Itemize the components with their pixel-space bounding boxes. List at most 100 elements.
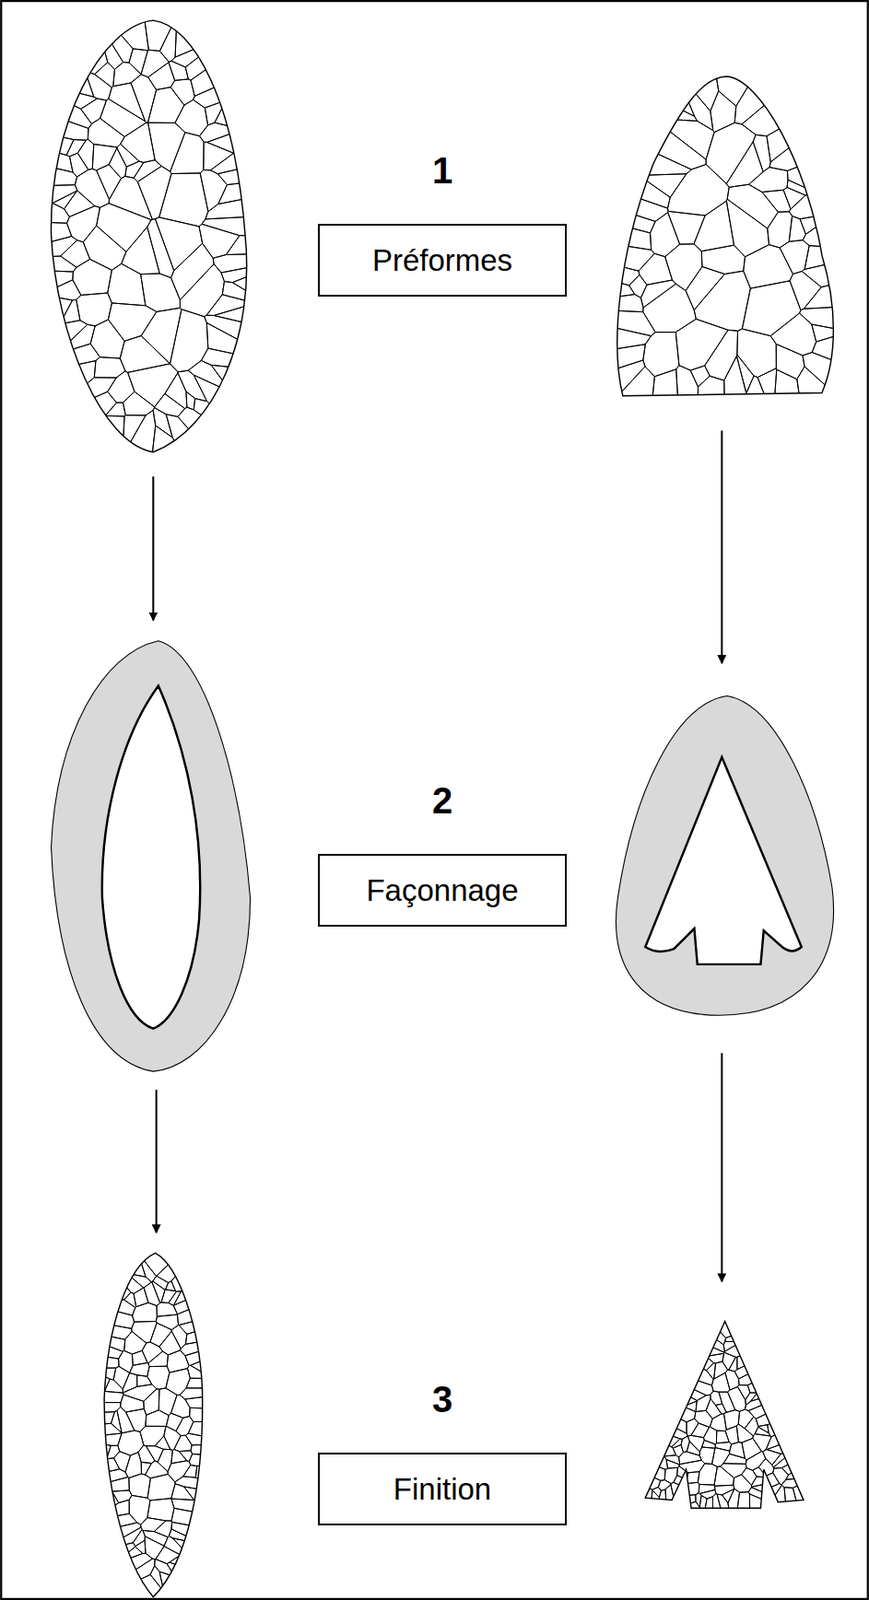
flake-scar xyxy=(704,329,739,381)
flake-scar xyxy=(712,1448,730,1468)
flake-scar xyxy=(104,1259,143,1295)
flake-scar xyxy=(131,1321,157,1344)
flake-scar xyxy=(96,203,153,253)
flake-scar xyxy=(152,425,185,458)
flake-scar xyxy=(164,1426,181,1451)
flake-scar xyxy=(155,1315,178,1331)
flake-scar xyxy=(188,1455,208,1468)
flake-scar xyxy=(758,1459,775,1478)
flake-scar xyxy=(650,212,681,258)
flake-scar xyxy=(751,1372,810,1402)
flake-scar xyxy=(699,1495,707,1514)
flake-scar xyxy=(148,1351,169,1368)
blank-outline xyxy=(615,696,834,1017)
flake-scar xyxy=(177,370,208,401)
flake-scar xyxy=(710,91,737,133)
flake-scar xyxy=(749,1494,770,1515)
flake-scar xyxy=(46,391,118,445)
flake-scar xyxy=(728,1357,738,1373)
flake-scar xyxy=(734,1336,809,1380)
stage-number: 3 xyxy=(432,1381,453,1419)
flake-scar xyxy=(176,1416,194,1436)
flake-scar xyxy=(747,1356,809,1395)
flake-scar xyxy=(171,35,227,68)
flake-scar xyxy=(697,1464,717,1486)
flake-scar xyxy=(99,1255,131,1301)
flake-scar xyxy=(140,1462,152,1476)
flake-scar xyxy=(157,1449,173,1472)
flake-scar xyxy=(763,1450,782,1467)
flake-scar xyxy=(684,1316,727,1346)
flake-scar xyxy=(122,415,146,458)
flake-scar xyxy=(46,270,73,293)
flake-scar xyxy=(46,222,72,244)
flake-scar xyxy=(171,243,215,300)
flake-scar xyxy=(46,415,125,458)
flake-scar xyxy=(213,304,252,325)
flake-scar xyxy=(108,176,153,220)
flake-scar xyxy=(46,377,117,420)
flake-scar xyxy=(687,1435,705,1453)
flake-scar xyxy=(113,62,141,87)
flake-scar xyxy=(665,244,703,292)
flake-scar xyxy=(99,1412,116,1426)
flake-scar xyxy=(99,1553,153,1594)
flake-scar xyxy=(668,211,705,245)
flake-scar xyxy=(118,1350,134,1374)
flake-scars xyxy=(46,15,252,458)
flake-scar xyxy=(129,1474,151,1499)
flaked-pieces xyxy=(46,15,839,1600)
flake-scar xyxy=(705,122,756,184)
stage-number: 1 xyxy=(432,152,453,189)
flake-scar xyxy=(117,143,140,167)
flake-scar xyxy=(725,1318,789,1343)
flake-scar xyxy=(716,1404,728,1415)
flake-scar xyxy=(56,324,95,354)
stage-box: 1Préformes xyxy=(317,152,567,297)
flake-scar xyxy=(185,22,252,82)
flake-scar xyxy=(124,1331,147,1355)
flake-scar xyxy=(145,1410,169,1428)
flake-scar xyxy=(152,1281,165,1304)
flake-scar xyxy=(675,318,729,371)
flake-scar xyxy=(728,1489,740,1515)
flake-scar xyxy=(140,49,169,78)
flake-scar xyxy=(611,360,646,401)
flake-scar xyxy=(677,1495,696,1508)
flake-scar xyxy=(183,1466,198,1480)
flake-scar xyxy=(611,167,670,209)
flake-scar xyxy=(99,1343,124,1360)
flake-scar xyxy=(173,1291,208,1316)
arrowhead-target-outline xyxy=(645,757,801,965)
stage-label: Préformes xyxy=(372,243,513,279)
flake-scar xyxy=(171,1499,208,1515)
flake-scar xyxy=(193,70,253,108)
flake-scar xyxy=(150,1323,172,1348)
flake-scar xyxy=(120,122,155,163)
flake-scar xyxy=(193,375,252,442)
flake-scar xyxy=(132,1529,145,1547)
flake-scar xyxy=(140,1518,166,1533)
flake-scar xyxy=(121,410,155,458)
flake-scar xyxy=(99,1469,129,1486)
flake-scar xyxy=(161,1290,177,1304)
flake-scar xyxy=(665,1485,677,1515)
flake-scar xyxy=(217,165,252,185)
flake-scar xyxy=(99,1248,147,1278)
flake-scar xyxy=(189,1408,209,1422)
flake-scar xyxy=(165,414,213,458)
flake-scar xyxy=(164,373,188,410)
flake-scar xyxy=(714,1362,729,1380)
flake-scar xyxy=(166,1350,189,1374)
flake-scar xyxy=(788,184,839,220)
flake-scar xyxy=(786,1463,810,1480)
flake-scar xyxy=(170,132,204,175)
flake-scar xyxy=(745,1452,765,1472)
stage-label: Façonnage xyxy=(365,873,518,909)
flake-scar xyxy=(170,309,209,373)
flake-scar xyxy=(640,280,676,308)
stage-box: 3Finition xyxy=(317,1381,567,1527)
flake-scar xyxy=(640,1326,715,1372)
flake-scar xyxy=(99,1403,121,1414)
flake-scar xyxy=(137,1375,153,1388)
